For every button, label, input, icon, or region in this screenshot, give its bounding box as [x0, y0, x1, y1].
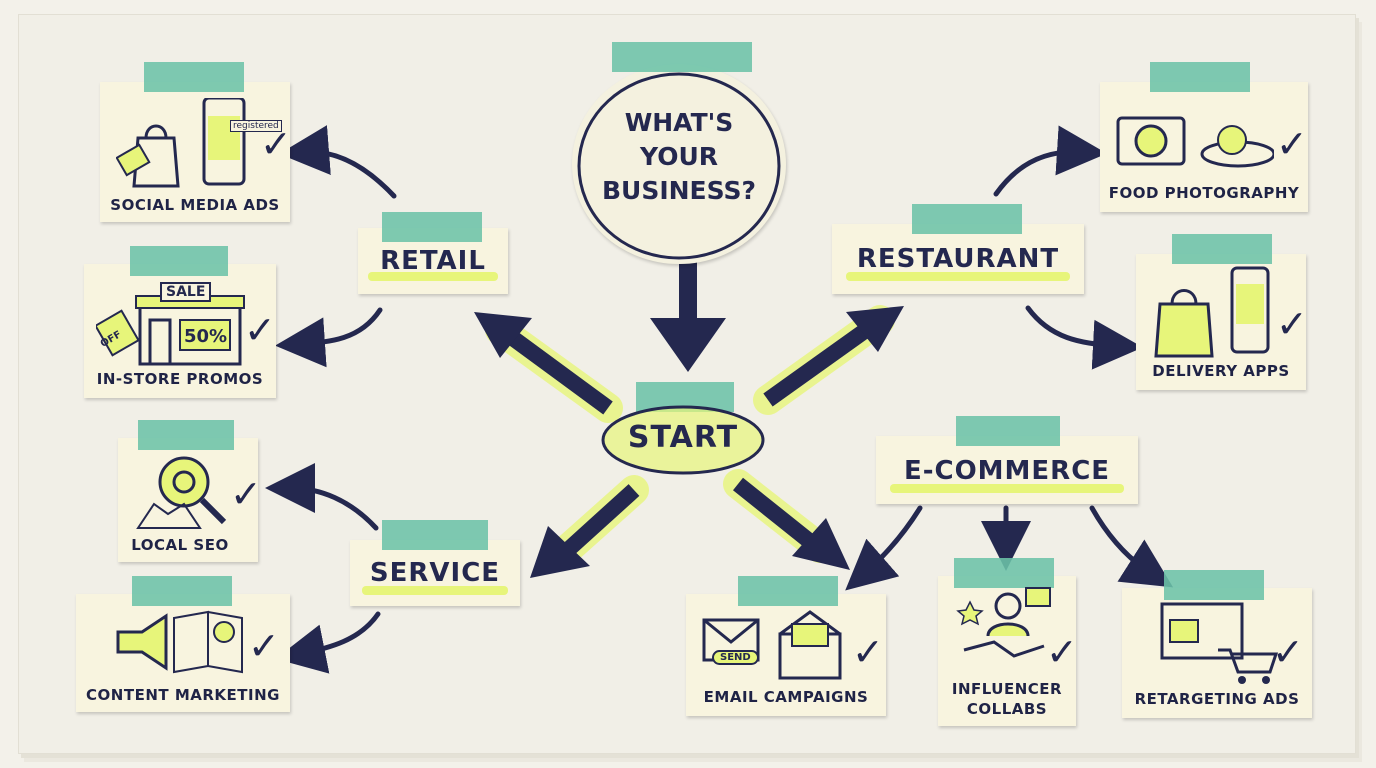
checkmark-icon: ✓	[852, 630, 884, 674]
checkmark-icon: ✓	[230, 472, 262, 516]
item-delivery-apps[interactable]: ✓ DELIVERY APPS	[1136, 234, 1308, 390]
tape	[738, 576, 838, 606]
email-campaigns-label: EMAIL CAMPAIGNS	[703, 688, 869, 706]
food-photography-label: FOOD PHOTOGRAPHY	[1108, 184, 1300, 202]
category-ecommerce[interactable]: E-COMMERCE	[876, 416, 1138, 504]
checkmark-icon: ✓	[1046, 630, 1078, 674]
retail-label: RETAIL	[380, 246, 486, 276]
item-food-photography[interactable]: ✓ FOOD PHOTOGRAPHY	[1100, 62, 1308, 212]
label-highlight	[846, 272, 1070, 281]
tape	[912, 204, 1022, 234]
retargeting-ads-label: RETARGETING ADS	[1134, 690, 1300, 708]
checkmark-icon: ✓	[1276, 302, 1308, 346]
tape	[1150, 62, 1250, 92]
checkmark-icon: ✓	[244, 308, 276, 352]
branch-arrows	[265, 125, 1174, 674]
service-label: SERVICE	[369, 558, 501, 588]
item-influencer-collabs[interactable]: ✓ INFLUENCER COLLABS	[938, 558, 1078, 726]
tape	[138, 420, 234, 450]
start-ellipse	[601, 405, 765, 475]
tape	[130, 246, 228, 276]
checkmark-icon: ✓	[1276, 122, 1308, 166]
start-arrows	[474, 240, 904, 578]
start-label: START	[627, 420, 739, 455]
location-gear-icon	[136, 456, 227, 529]
item-social-media-ads[interactable]: registered ✓ SOCIAL MEDIA ADS	[100, 62, 292, 222]
content-marketing-label: CONTENT MARKETING	[86, 686, 280, 704]
title-text: WHAT'S YOUR BUSINESS?	[601, 108, 757, 205]
item-email-campaigns[interactable]: SEND ✓ EMAIL CAMPAIGNS	[686, 576, 886, 716]
local-seo-label: LOCAL SEO	[131, 536, 229, 554]
send-button-icon: SEND	[712, 650, 759, 665]
handshake-icon	[956, 587, 1051, 658]
social-media-ads-label: SOCIAL MEDIA ADS	[110, 196, 280, 214]
tape	[382, 520, 488, 550]
registered-badge: registered	[230, 120, 282, 132]
storefront-icon	[96, 295, 245, 366]
tape	[1172, 234, 1272, 264]
start-node[interactable]: START	[600, 382, 766, 476]
tape	[954, 558, 1054, 588]
title-card: WHAT'S YOUR BUSINESS?	[572, 42, 786, 264]
item-local-seo[interactable]: ✓ LOCAL SEO	[118, 420, 262, 562]
in-store-promos-label: IN-STORE PROMOS	[96, 370, 264, 388]
tape	[382, 212, 482, 242]
item-in-store-promos[interactable]: SALE 50% OFF ✓ IN-STORE PROMOS	[84, 246, 276, 398]
megaphone-icon	[116, 610, 243, 674]
influencer-collabs-label-line2: COLLABS	[966, 700, 1048, 718]
camera-icon	[1116, 116, 1274, 168]
category-retail[interactable]: RETAIL	[358, 212, 508, 294]
tape	[956, 416, 1060, 446]
category-service[interactable]: SERVICE	[350, 520, 520, 606]
tape	[144, 62, 244, 92]
envelope-icon	[702, 610, 842, 680]
item-content-marketing[interactable]: ✓ CONTENT MARKETING	[76, 576, 290, 712]
checkmark-icon: ✓	[260, 122, 292, 166]
item-retargeting-ads[interactable]: ✓ RETARGETING ADS	[1122, 570, 1312, 718]
sale-sign: SALE	[160, 282, 212, 302]
percent-sign: 50%	[184, 326, 228, 347]
title-circle	[577, 72, 781, 260]
shopping-bag-icon	[116, 98, 246, 188]
cart-icon	[1160, 602, 1278, 684]
category-restaurant[interactable]: RESTAURANT	[832, 204, 1084, 294]
delivery-apps-label: DELIVERY APPS	[1152, 362, 1290, 380]
checkmark-icon: ✓	[248, 624, 280, 668]
influencer-collabs-label-line1: INFLUENCER	[951, 680, 1063, 698]
tape	[612, 42, 752, 72]
delivery-bag-icon	[1154, 266, 1270, 358]
ecommerce-label: E-COMMERCE	[903, 456, 1111, 486]
tape	[132, 576, 232, 606]
tape	[1164, 570, 1264, 600]
label-highlight	[890, 484, 1124, 493]
checkmark-icon: ✓	[1272, 630, 1304, 674]
label-highlight	[368, 272, 498, 281]
restaurant-label: RESTAURANT	[856, 244, 1060, 274]
label-highlight	[362, 586, 508, 595]
